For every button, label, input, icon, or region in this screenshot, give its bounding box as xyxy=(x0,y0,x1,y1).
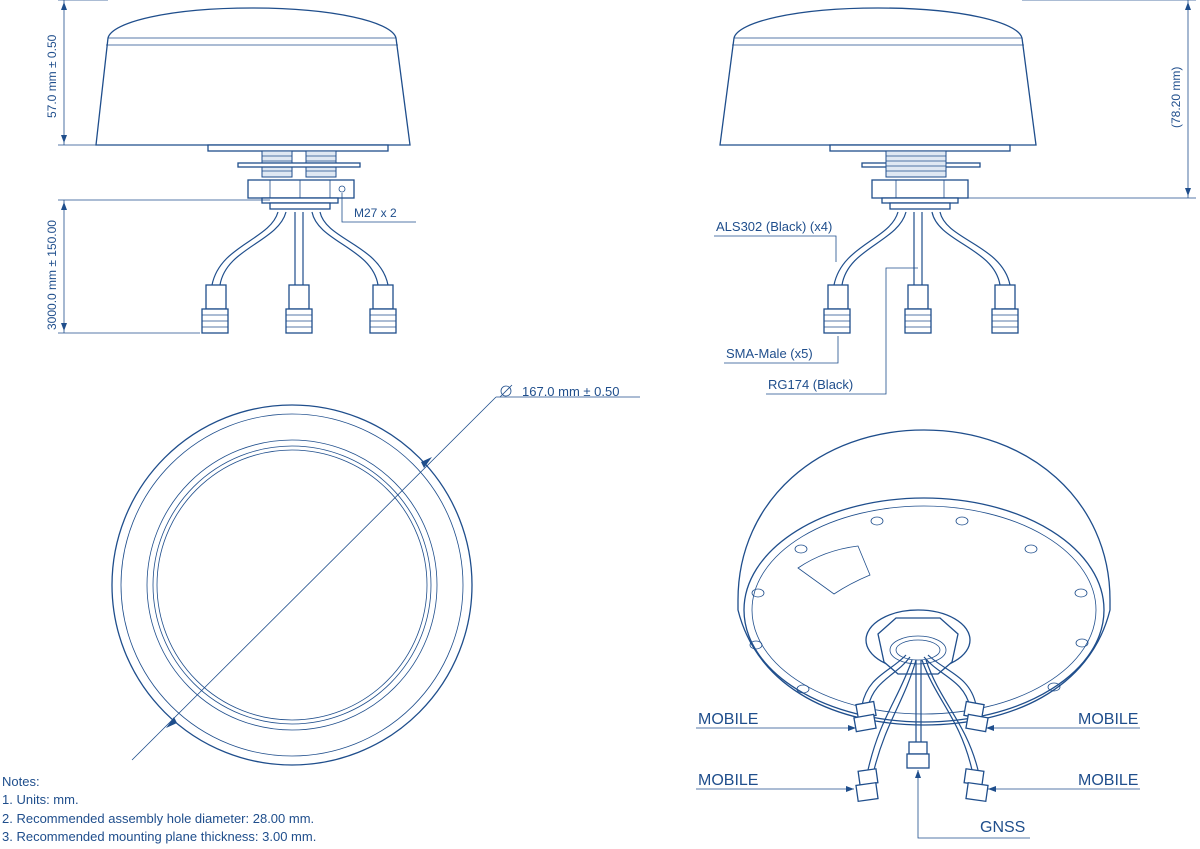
label-cable-rg: RG174 (Black) xyxy=(768,377,853,392)
port-gnss: GNSS xyxy=(980,819,1025,836)
front-sma-right xyxy=(369,284,397,334)
side-sma-right xyxy=(991,284,1019,334)
port-mobile-bottom-right: MOBILE xyxy=(1078,772,1138,789)
iso-nut xyxy=(877,617,959,675)
side-radome xyxy=(719,7,1037,146)
front-sma-mid xyxy=(285,284,313,334)
port-mobile-top-left: MOBILE xyxy=(698,711,758,728)
label-cable-als: ALS302 (Black) (x4) xyxy=(716,219,832,234)
dim-cable-length: 3000.0 mm ± 150.00 xyxy=(45,220,59,330)
diameter-line xyxy=(131,396,497,761)
port-mobile-bottom-left: MOBILE xyxy=(698,772,758,789)
label-connector: SMA-Male (x5) xyxy=(726,346,813,361)
iso-sma-mobile-br xyxy=(963,768,989,803)
front-view: 57.0 mm ± 0.50 3000.0 mm ± 150.00 M27 x … xyxy=(45,0,416,334)
front-cable-right xyxy=(311,211,379,286)
iso-view: MOBILE MOBILE MOBILE MOBILE GNSS xyxy=(696,429,1140,839)
iso-sma-gnss xyxy=(906,741,930,769)
outer-rim xyxy=(111,404,473,766)
dim-height-total: (78.20 mm) xyxy=(1169,67,1183,128)
iso-holes xyxy=(749,516,1089,694)
side-thread xyxy=(885,150,947,178)
dim-height-front: 57.0 mm ± 0.50 xyxy=(45,34,59,118)
label-thread: M27 x 2 xyxy=(354,206,397,220)
side-base-plate xyxy=(829,144,1011,152)
iso-sma-mobile-tl xyxy=(853,700,877,733)
note-item: 2. Recommended assembly hole diameter: 2… xyxy=(2,810,315,826)
side-sma-left xyxy=(823,284,851,334)
note-item: 3. Recommended mounting plane thickness:… xyxy=(2,829,317,845)
notes-block: Notes: 1. Units: mm. 2. Recommended asse… xyxy=(2,773,316,847)
port-mobile-top-right: MOBILE xyxy=(1078,711,1138,728)
side-sma-mid xyxy=(904,284,932,334)
front-cable-left xyxy=(211,211,279,286)
dim-diameter: 167.0 mm ± 0.50 xyxy=(522,384,619,399)
top-view: 167.0 mm ± 0.50 xyxy=(111,384,640,766)
front-base-plate xyxy=(207,144,389,152)
front-sma-left xyxy=(201,284,229,334)
front-radome xyxy=(95,7,411,146)
iso-label-plate xyxy=(797,545,871,595)
front-nut xyxy=(247,179,355,199)
note-item: 1. Units: mm. xyxy=(2,792,79,808)
side-view: (78.20 mm) ALS302 (Black) (x4) SMA-Male … xyxy=(714,0,1196,395)
iso-sma-mobile-bl xyxy=(855,768,879,803)
notes-title: Notes: xyxy=(2,774,40,789)
iso-sma-mobile-tr xyxy=(963,700,989,733)
side-nut xyxy=(871,179,969,199)
